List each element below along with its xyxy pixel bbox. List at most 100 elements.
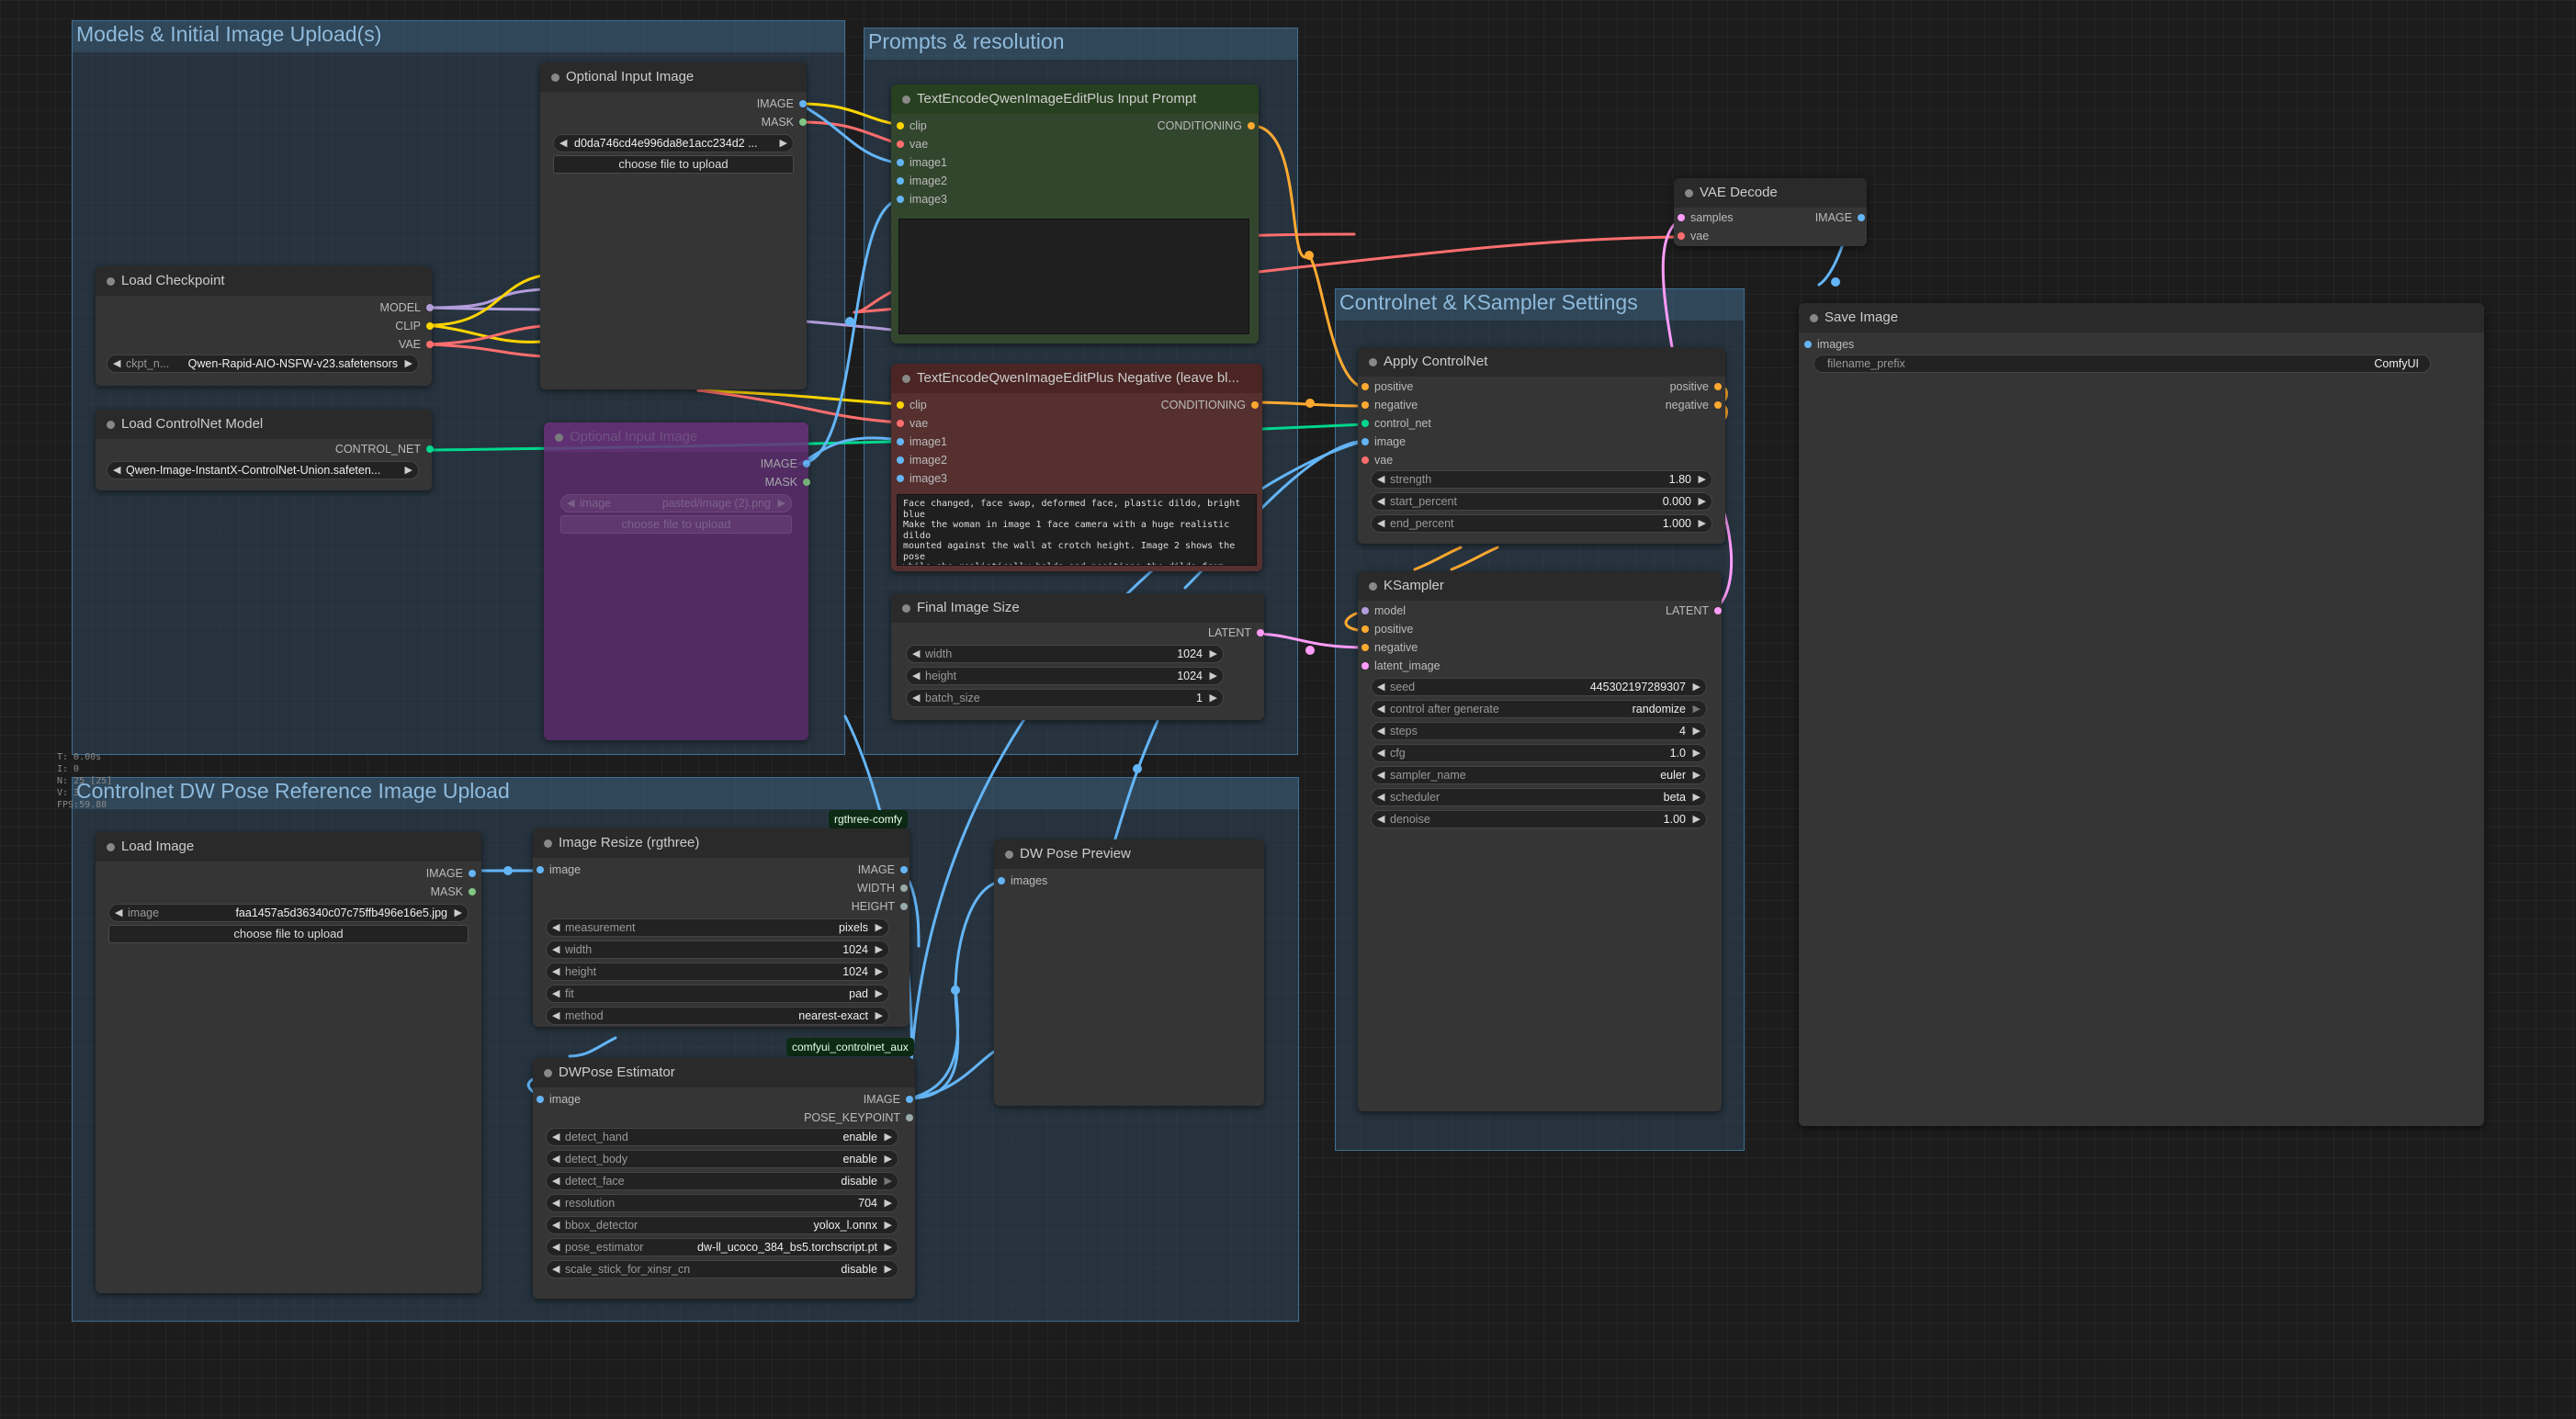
arrow-right-icon[interactable]: ▶ [454, 907, 462, 918]
socket-dot-icon[interactable] [1714, 607, 1722, 614]
arrow-left-icon[interactable]: ◀ [1377, 474, 1385, 485]
input-images[interactable]: images [1804, 338, 1854, 351]
image-select[interactable]: ◀d0da746cd4e996da8e1acc234d2 ...▶ [553, 134, 794, 152]
collapse-dot-icon[interactable] [107, 843, 115, 851]
input-image[interactable]: image [537, 863, 581, 876]
output-model[interactable]: MODEL [380, 301, 434, 314]
socket-dot-icon[interactable] [1361, 420, 1369, 427]
collapse-dot-icon[interactable] [1005, 850, 1013, 859]
socket-dot-icon[interactable] [897, 420, 904, 427]
arrow-left-icon[interactable]: ◀ [567, 498, 575, 509]
node-optional-input-image-1[interactable]: Optional Input Image IMAGE MASK ◀d0da746… [540, 62, 807, 389]
socket-dot-icon[interactable] [426, 445, 434, 453]
socket-dot-icon[interactable] [1361, 438, 1369, 445]
node-header[interactable]: TextEncodeQwenImageEditPlus Input Prompt [891, 84, 1259, 114]
socket-dot-icon[interactable] [426, 322, 434, 330]
arrow-left-icon[interactable]: ◀ [1377, 814, 1385, 825]
output-mask[interactable]: MASK [431, 885, 476, 898]
socket-dot-icon[interactable] [803, 479, 810, 486]
socket-dot-icon[interactable] [906, 1096, 913, 1103]
socket-dot-icon[interactable] [897, 122, 904, 130]
arrow-left-icon[interactable]: ◀ [912, 670, 921, 681]
collapse-dot-icon[interactable] [551, 73, 559, 82]
output-image[interactable]: IMAGE [864, 1093, 913, 1106]
arrow-right-icon[interactable]: ▶ [884, 1220, 892, 1231]
arrow-left-icon[interactable]: ◀ [912, 648, 921, 659]
arrow-left-icon[interactable]: ◀ [1377, 770, 1385, 781]
node-dw-pose-preview[interactable]: DW Pose Preview images [994, 839, 1264, 1106]
node-header[interactable]: Optional Input Image [544, 422, 808, 452]
arrow-left-icon[interactable]: ◀ [1377, 726, 1385, 737]
input-vae[interactable]: vae [897, 417, 928, 430]
arrow-left-icon[interactable]: ◀ [115, 907, 123, 918]
node-header[interactable]: Apply ControlNet [1358, 347, 1725, 377]
arrow-left-icon[interactable]: ◀ [552, 1264, 560, 1275]
output-latent[interactable]: LATENT [1666, 604, 1722, 617]
input-model[interactable]: model [1361, 604, 1406, 617]
arrow-right-icon[interactable]: ▶ [884, 1264, 892, 1275]
socket-dot-icon[interactable] [897, 475, 904, 482]
upload-button[interactable]: choose file to upload [108, 925, 469, 943]
input-clip[interactable]: clip [897, 119, 927, 132]
input-vae[interactable]: vae [1678, 230, 1709, 242]
input-control-net[interactable]: control_net [1361, 417, 1431, 430]
node-header[interactable]: Optional Input Image [540, 62, 807, 92]
arrow-left-icon[interactable]: ◀ [552, 922, 560, 933]
arrow-right-icon[interactable]: ▶ [884, 1132, 892, 1143]
node-apply-controlnet[interactable]: Apply ControlNet positive negative contr… [1358, 347, 1725, 544]
socket-dot-icon[interactable] [1251, 401, 1259, 409]
output-conditioning[interactable]: CONDITIONING [1161, 399, 1259, 411]
output-clip[interactable]: CLIP [395, 320, 434, 332]
arrow-right-icon[interactable]: ▶ [884, 1176, 892, 1187]
output-vae[interactable]: VAE [399, 338, 434, 351]
node-vae-decode[interactable]: VAE Decode samples vae IMAGE [1674, 178, 1867, 246]
arrow-right-icon[interactable]: ▶ [1209, 670, 1217, 681]
node-text-encode-negative[interactable]: TextEncodeQwenImageEditPlus Negative (le… [891, 364, 1262, 571]
node-image-resize[interactable]: Image Resize (rgthree) image IMAGE WIDTH… [533, 828, 910, 1027]
arrow-right-icon[interactable]: ▶ [884, 1242, 892, 1253]
arrow-right-icon[interactable]: ▶ [777, 498, 785, 509]
node-header[interactable]: TextEncodeQwenImageEditPlus Negative (le… [891, 364, 1262, 393]
socket-dot-icon[interactable] [897, 456, 904, 464]
socket-dot-icon[interactable] [1361, 383, 1369, 390]
output-mask[interactable]: MASK [765, 476, 810, 489]
socket-dot-icon[interactable] [897, 196, 904, 203]
collapse-dot-icon[interactable] [1685, 189, 1693, 197]
socket-dot-icon[interactable] [897, 177, 904, 185]
input-image2[interactable]: image2 [897, 175, 947, 187]
collapse-dot-icon[interactable] [107, 421, 115, 429]
input-positive[interactable]: positive [1361, 623, 1413, 636]
socket-dot-icon[interactable] [1714, 401, 1722, 409]
socket-dot-icon[interactable] [426, 341, 434, 348]
socket-dot-icon[interactable] [900, 866, 908, 873]
input-images[interactable]: images [998, 874, 1047, 887]
arrow-left-icon[interactable]: ◀ [1377, 496, 1385, 507]
collapse-dot-icon[interactable] [107, 277, 115, 286]
arrow-left-icon[interactable]: ◀ [1377, 518, 1385, 529]
node-header[interactable]: DWPose Estimator [533, 1058, 915, 1087]
arrow-left-icon[interactable]: ◀ [1377, 681, 1385, 693]
socket-dot-icon[interactable] [799, 100, 807, 107]
socket-dot-icon[interactable] [1361, 625, 1369, 633]
socket-dot-icon[interactable] [897, 159, 904, 166]
socket-dot-icon[interactable] [1361, 607, 1369, 614]
ckpt-name-select[interactable]: ◀ckpt_n...Qwen-Rapid-AIO-NSFW-v23.safete… [107, 355, 419, 373]
arrow-right-icon[interactable]: ▶ [875, 966, 883, 977]
socket-dot-icon[interactable] [1361, 456, 1369, 464]
output-width[interactable]: WIDTH [857, 882, 908, 895]
arrow-left-icon[interactable]: ◀ [559, 138, 568, 149]
